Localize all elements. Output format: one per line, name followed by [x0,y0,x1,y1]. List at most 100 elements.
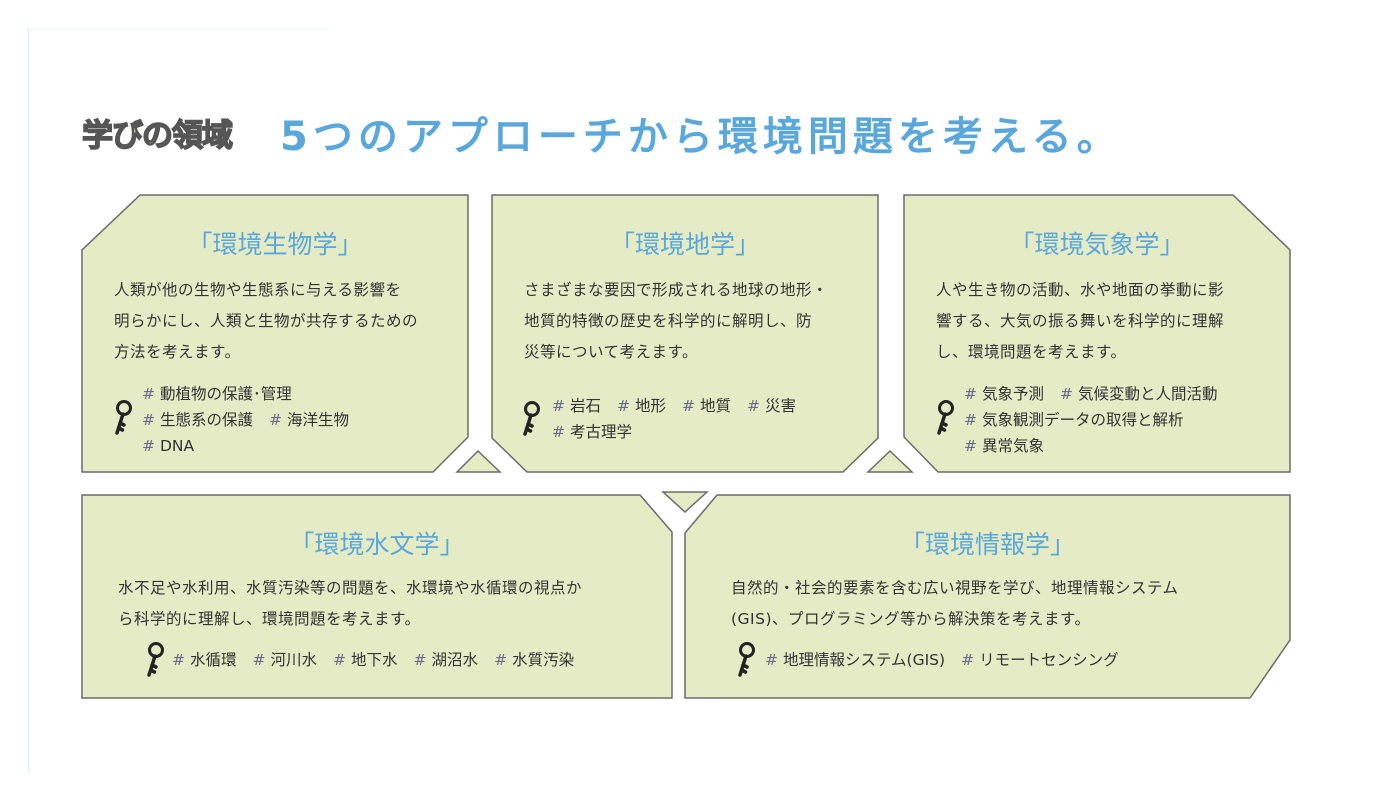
tag-label: 生態系の保護 [160,411,254,429]
keyword-tag: # 考古理学 [552,423,632,441]
hash-icon: # [964,385,977,403]
tag-row: #気象予測#気候変動と人間活動 [964,381,1234,407]
tag-label: 気候変動と人間活動 [1078,385,1218,403]
tag-label: リモートセンシング [979,651,1119,669]
hash-icon: # [142,437,155,455]
description-line: 災等について考えます。 [524,343,698,361]
keyword-tag: #地形 [617,397,666,415]
card-title: 「環境気象学」 [1009,230,1185,259]
card-met: 「環境気象学」人や生き物の活動、水や地面の挙動に影響する、大気の振る舞いを科学的… [904,195,1290,472]
tag-label: 考古理学 [570,423,633,441]
triangle-up [866,449,914,473]
hash-icon: # [552,423,565,441]
keyword-tag: #河川水 [253,651,318,669]
hash-icon: # [552,397,565,415]
tag-label: DNA [160,437,195,455]
keyword-tag: # 岩石 [552,397,601,415]
card-description: 人や生き物の活動、水や地面の挙動に影響する、大気の振る舞いを科学的に理解し、環境… [936,275,1224,368]
keyword-tag: # 生態系の保護 [142,411,253,429]
tag-label: 気象観測データの取得と解析 [982,411,1184,429]
description-line: 水不足や水利用、水質汚染等の問題を、水環境や水循環の視点か [118,579,583,597]
tag-label: 気象予測 [982,385,1045,403]
tag-row: # DNA [142,433,365,459]
tag-label: 湖沼水 [431,651,479,669]
hash-icon: # [961,651,975,669]
keyword-tag: #地理情報システム(GIS) [765,651,945,669]
keyword-tag: #海洋生物 [269,411,349,429]
keyword-tag: # 動植物の保護･管理 [142,385,292,403]
description-line: (GIS)、プログラミング等から解決策を考えます。 [731,610,1091,628]
card-title: 「環境地学」 [609,230,760,259]
card-info: 「環境情報学」自然的・社会的要素を含む広い視野を学び、地理情報システム(GIS)… [685,495,1290,698]
description-line: 地質的特徴の歴史を科学的に解明し、防 [524,312,813,330]
card-shape-info [684,494,1291,699]
keyword-tag: #リモートセンシング [961,651,1119,669]
keyword-tags: #気象予測#気候変動と人間活動#気象観測データの取得と解析#異常気象 [964,381,1234,459]
tag-label: 水循環 [190,651,237,669]
tag-row: # 異常気象 [964,433,1234,459]
card-geo: 「環境地学」さまざまな要因で形成される地球の地形・地質的特徴の歴史を科学的に解明… [492,195,878,472]
hash-icon: # [964,411,977,429]
keyword-tag: # 気象観測データの取得と解析 [964,411,1184,429]
description-line: し、環境問題を考えます。 [936,343,1127,361]
card-shape-hydro [81,494,673,699]
tag-label: 動植物の保護･管理 [160,385,292,403]
card-shape-met [903,194,1291,473]
keyword-tag: #気候変動と人間活動 [1060,385,1218,403]
tag-label: 災害 [765,397,797,415]
hash-icon: # [172,651,185,669]
card-shape-geo [491,194,879,473]
hash-icon: # [269,411,283,429]
page-title: 5つのアプローチから環境問題を考える。 [280,114,1122,160]
tag-label: 岩石 [570,397,602,415]
keyword-tag: #地下水 [333,651,398,669]
card-title: 「環境情報学」 [899,530,1075,559]
card-hydro: 「環境水文学」水不足や水利用、水質汚染等の問題を、水環境や水循環の視点から科学的… [82,495,672,698]
tag-label: 異常気象 [982,437,1045,455]
description-line: 人や生き物の活動、水や地面の挙動に影 [936,281,1225,299]
description-line: 明らかにし、人類と生物が共存するための [114,312,419,330]
key-icon [934,399,956,437]
tag-row: # 動植物の保護･管理 [142,381,365,407]
keyword-tags: #動植物の保護･管理#生態系の保護#海洋生物#DNA [142,381,365,459]
tag-row: #地理情報システム(GIS)#リモートセンシング [765,647,1135,673]
triangle-up [455,449,502,473]
tag-row: # 水循環 #河川水 #地下水 #湖沼水 # 水質汚染 [172,647,590,673]
tag-label: 地質 [700,397,732,415]
hash-icon: # [1060,385,1074,403]
card-shape-bio [81,194,469,473]
hash-icon: # [964,437,977,455]
tag-row: # 気象観測データの取得と解析 [964,407,1234,433]
tag-label: 水質汚染 [512,651,575,669]
description-line: さまざまな要因で形成される地球の地形・ [524,281,829,299]
keyword-tag: # 気象予測 [964,385,1044,403]
tag-row: # 考古理学 [552,419,812,445]
keyword-tag: #災害 [747,397,796,415]
frame-line [28,28,328,29]
section-label: 学びの領域 [81,117,234,155]
description-line: 響する、大気の振る舞いを科学的に理解 [936,312,1225,330]
card-description: さまざまな要因で形成される地球の地形・地質的特徴の歴史を科学的に解明し、防災等に… [524,275,828,368]
key-icon [144,641,166,679]
hash-icon: # [142,411,155,429]
triangle-down [661,491,709,514]
hash-icon: # [682,397,696,415]
card-description: 人類が他の生物や生態系に与える影響を明らかにし、人類と生物が共存するための方法を… [114,275,418,368]
hash-icon: # [252,651,266,669]
tag-label: 河川水 [270,651,318,669]
tag-label: 海洋生物 [287,411,350,429]
description-line: 人類が他の生物や生態系に与える影響を [114,281,402,299]
keyword-tag: #湖沼水 [414,651,479,669]
keyword-tags: # 水循環 #河川水 #地下水 #湖沼水 # 水質汚染 [172,647,590,673]
card-description: 水不足や水利用、水質汚染等の問題を、水環境や水循環の視点から科学的に理解し、環境… [118,573,582,635]
hash-icon: # [142,385,155,403]
card-title: 「環境水文学」 [289,530,465,559]
card-description: 自然的・社会的要素を含む広い視野を学び、地理情報システム(GIS)、プログラミン… [731,573,1179,635]
keyword-tags: #岩石#地形#地質#災害#考古理学 [552,393,812,445]
tag-label: 地理情報システム(GIS) [783,651,946,669]
frame-line [28,28,29,773]
keyword-tags: #地理情報システム(GIS)#リモートセンシング [765,647,1135,673]
key-icon [112,399,134,437]
